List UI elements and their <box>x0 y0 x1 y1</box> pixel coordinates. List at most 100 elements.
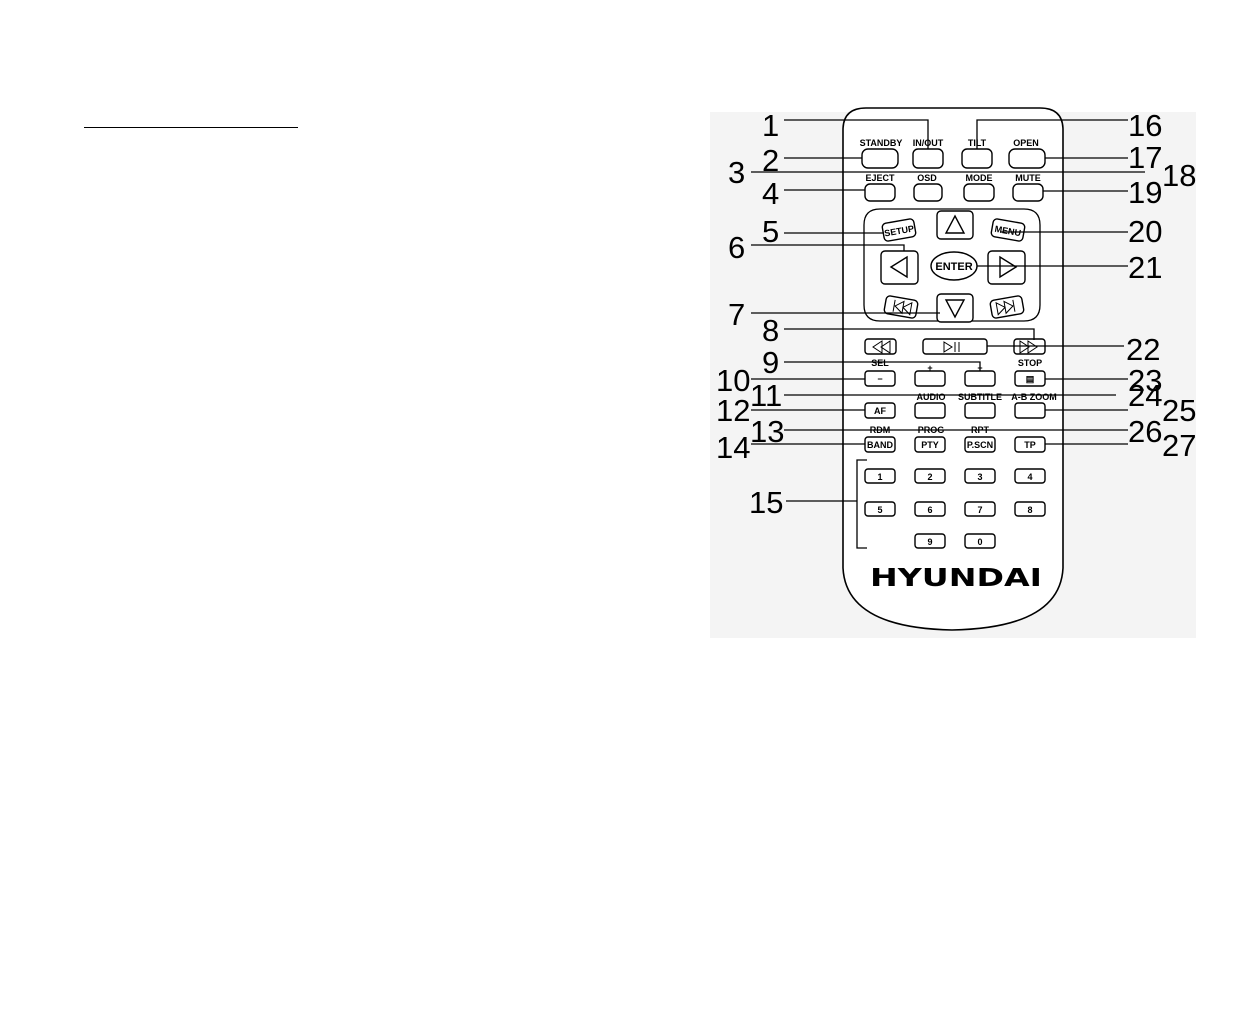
callout-number: 5 <box>762 214 779 249</box>
audio-button[interactable] <box>914 402 946 419</box>
label-osd: OSD <box>917 173 937 183</box>
left-triangle-icon <box>889 255 908 279</box>
enter-button[interactable]: ENTER <box>930 251 978 281</box>
callout-number: 6 <box>728 230 745 265</box>
menu-label: MENU <box>994 224 1022 238</box>
label-subtitle: SUBTITLE <box>958 392 1002 402</box>
down-button[interactable] <box>936 293 974 323</box>
callout-number: 1 <box>762 108 779 143</box>
label-stop: STOP <box>1018 358 1042 368</box>
minus-icon: − <box>877 374 882 384</box>
callout-number: 25 <box>1162 393 1196 428</box>
open-button[interactable] <box>1008 148 1046 169</box>
band-button[interactable]: BAND <box>864 436 896 453</box>
play-pause-icon <box>943 341 960 353</box>
digit-label: 8 <box>1027 505 1032 515</box>
label-mode: MODE <box>966 173 993 183</box>
digit-button-8[interactable]: 8 <box>1014 501 1046 517</box>
skip-previous-icon <box>892 299 913 316</box>
digit-button-4[interactable]: 4 <box>1014 468 1046 484</box>
label-audio: AUDIO <box>917 392 946 402</box>
up-triangle-icon <box>944 214 966 234</box>
callout-number: 12 <box>716 393 750 428</box>
rewind-button[interactable] <box>864 338 897 355</box>
digit-button-9[interactable]: 9 <box>914 533 946 549</box>
label-ab-zoom: A-B ZOOM <box>1011 392 1057 402</box>
digit-label: 5 <box>877 505 882 515</box>
minus-button[interactable]: − <box>864 370 896 387</box>
standby-button[interactable] <box>861 148 899 169</box>
label-sel: SEL <box>871 358 889 368</box>
callout-number: 20 <box>1128 214 1162 249</box>
stop-icon: ▤ <box>1026 374 1035 384</box>
tp-button[interactable]: TP <box>1014 436 1046 453</box>
subtitle-button[interactable] <box>964 402 996 419</box>
skip-next-button[interactable] <box>989 295 1025 319</box>
rewind-icon <box>872 340 891 354</box>
digit-label: 1 <box>877 472 882 482</box>
callout-number: 18 <box>1162 158 1196 193</box>
label-eject: EJECT <box>865 173 895 183</box>
digit-label: 9 <box>927 537 932 547</box>
digit-label: 0 <box>977 537 982 547</box>
down-triangle-icon <box>944 299 966 319</box>
digit-button-2[interactable]: 2 <box>914 468 946 484</box>
callout-number: 7 <box>728 297 745 332</box>
callout-number: 22 <box>1126 332 1160 367</box>
digit-button-6[interactable]: 6 <box>914 501 946 517</box>
ab-zoom-button[interactable] <box>1014 402 1046 419</box>
pty-button[interactable]: PTY <box>914 436 946 453</box>
callout-number: 11 <box>750 378 782 413</box>
fast-forward-icon <box>1019 340 1038 354</box>
callout-number: 10 <box>716 363 750 398</box>
osd-button[interactable] <box>913 183 943 202</box>
up-button[interactable] <box>936 210 974 240</box>
callout-number: 26 <box>1128 414 1162 449</box>
digit-button-7[interactable]: 7 <box>964 501 996 517</box>
callout-number: 27 <box>1162 428 1196 463</box>
digit-label: 2 <box>927 472 932 482</box>
callout-number: 3 <box>728 155 745 190</box>
label-standby: STANDBY <box>860 138 903 148</box>
callout-number: 13 <box>750 414 784 449</box>
digit-label: 3 <box>977 472 982 482</box>
af-button[interactable]: AF <box>864 402 896 419</box>
right-triangle-icon <box>999 255 1018 279</box>
menu-button[interactable]: MENU <box>990 218 1026 242</box>
right-button[interactable] <box>987 250 1026 285</box>
digit-label: 6 <box>927 505 932 515</box>
stop-button[interactable]: ▤ <box>1014 370 1046 387</box>
callout-number: 4 <box>762 176 779 211</box>
mode-button[interactable] <box>963 183 995 202</box>
callout-number: 8 <box>762 313 779 348</box>
enter-label: ENTER <box>935 261 972 273</box>
tilt-button[interactable] <box>961 148 993 169</box>
pscn-button[interactable]: P.SCN <box>964 436 996 453</box>
af-label: AF <box>874 406 886 416</box>
label-mute: MUTE <box>1015 173 1041 183</box>
callout-number: 2 <box>762 143 779 178</box>
plus-icon: + <box>927 363 932 373</box>
in-out-button[interactable] <box>912 148 944 169</box>
pscn-label: P.SCN <box>967 440 993 450</box>
callout-number: 15 <box>749 485 783 520</box>
setup-button[interactable]: SETUP <box>881 218 917 242</box>
digit-button-5[interactable]: 5 <box>864 501 896 517</box>
pty-label: PTY <box>921 440 939 450</box>
digit-button-1[interactable]: 1 <box>864 468 896 484</box>
plus-button-a[interactable]: + <box>914 363 946 387</box>
mute-button[interactable] <box>1012 183 1044 202</box>
header-rule <box>84 127 298 128</box>
play-pause-button[interactable] <box>922 338 988 355</box>
digit-button-0[interactable]: 0 <box>964 533 996 549</box>
digit-label: 4 <box>1027 472 1032 482</box>
nav-pad-outline <box>863 208 1041 322</box>
callout-number: 9 <box>762 345 779 380</box>
callout-number: 21 <box>1128 250 1162 285</box>
left-button[interactable] <box>880 250 919 285</box>
digit-label: 7 <box>977 505 982 515</box>
eject-button[interactable] <box>864 183 896 202</box>
tp-label: TP <box>1024 440 1036 450</box>
digit-button-3[interactable]: 3 <box>964 468 996 484</box>
